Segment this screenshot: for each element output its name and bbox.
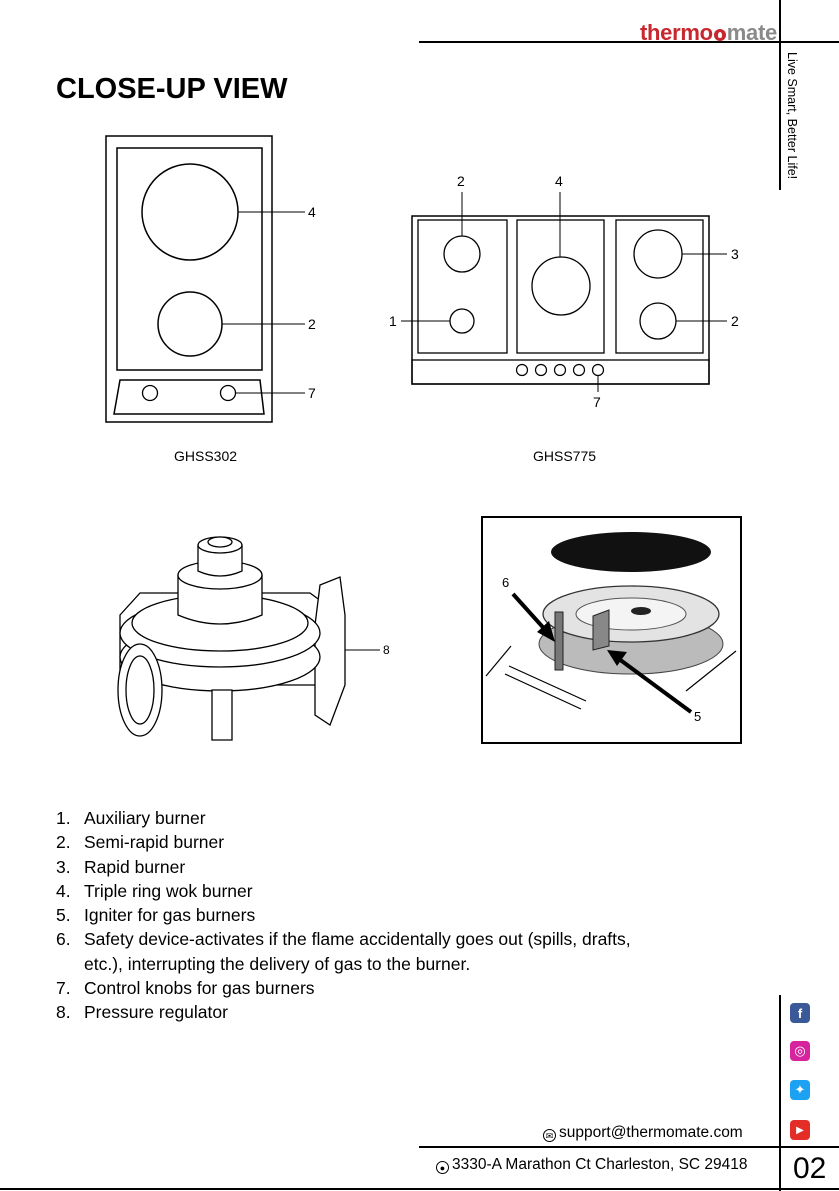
brand-logo-part1: thermo	[640, 20, 713, 45]
location-pin-icon: ●	[436, 1161, 449, 1174]
callout-5: 5	[694, 709, 701, 724]
list-item: 4.Triple ring wok burner	[56, 880, 253, 901]
header-rule	[419, 41, 839, 43]
flame-icon	[713, 29, 726, 41]
parts-legend: 1.Auxiliary burner 2.Semi-rapid burner 3…	[56, 806, 631, 1025]
footer-vertical-rule	[779, 995, 781, 1191]
callout-3: 3	[731, 246, 739, 262]
header-vertical-rule	[779, 0, 781, 190]
callout-8: 8	[383, 643, 390, 657]
ghss775-diagram: 2 4 3 1 2 7	[389, 173, 739, 410]
list-item: 8.Pressure regulator	[56, 1002, 228, 1023]
mail-icon: ✉	[543, 1129, 556, 1142]
footer-address: ●3330-A Marathon Ct Charleston, SC 29418	[436, 1156, 748, 1174]
list-item: 5.Igniter for gas burners	[56, 905, 256, 926]
youtube-icon[interactable]: ▶	[790, 1120, 810, 1140]
list-item: 1.Auxiliary burner	[56, 808, 206, 828]
brand-logo: thermo mate	[640, 20, 777, 46]
burner-photo: 6 5	[481, 516, 742, 744]
brand-logo-part2: mate	[726, 20, 777, 45]
bottom-rule	[0, 1188, 839, 1190]
footer-email[interactable]: ✉support@thermomate.com	[543, 1124, 743, 1142]
list-item: 7.Control knobs for gas burners	[56, 978, 315, 999]
callout-4-top: 4	[555, 173, 563, 189]
pressure-regulator-illustration: 8	[117, 536, 390, 741]
twitter-icon[interactable]: ✦	[790, 1080, 810, 1100]
list-item-continuation: etc.), interrupting the delivery of gas …	[84, 953, 471, 974]
callout-7: 7	[308, 385, 316, 401]
list-item: 6.Safety device-activates if the flame a…	[56, 929, 631, 950]
callout-2-right: 2	[731, 313, 739, 329]
footer-rule	[419, 1146, 839, 1148]
callout-1: 1	[389, 313, 397, 329]
page-title: CLOSE-UP VIEW	[56, 73, 288, 105]
list-item: 2.Semi-rapid burner	[56, 832, 225, 853]
callout-2: 2	[308, 316, 316, 332]
ghss302-caption: GHSS302	[174, 448, 238, 464]
callout-6: 6	[502, 575, 509, 590]
list-item: 3.Rapid burner	[56, 856, 186, 877]
ghss775-caption: GHSS775	[533, 448, 597, 464]
callout-4: 4	[308, 204, 316, 220]
callout-7-bottom: 7	[593, 394, 601, 410]
callout-2-top: 2	[457, 173, 465, 189]
instagram-icon[interactable]: ◎	[790, 1041, 810, 1061]
ghss302-diagram: 4 2 7	[105, 135, 316, 423]
brand-slogan: Live Smart, Better Life!	[785, 52, 799, 180]
facebook-icon[interactable]: f	[790, 1003, 810, 1023]
page-number: 02	[793, 1152, 827, 1185]
